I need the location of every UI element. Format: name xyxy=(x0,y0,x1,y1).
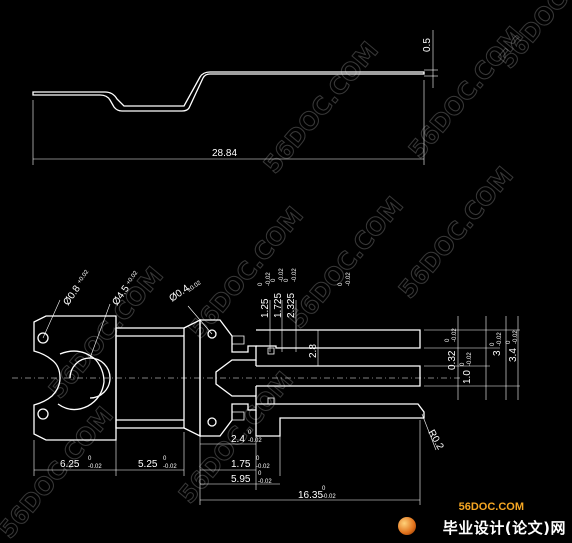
tol-zero: 0 xyxy=(338,282,344,286)
radius-label: R0.2 xyxy=(425,428,445,452)
logo-ball-icon xyxy=(398,517,416,535)
dim-1-725-label: 1.725 xyxy=(273,293,284,318)
dim-3-label: 3 xyxy=(492,350,503,356)
tol-minus: -0.02 xyxy=(88,464,102,470)
lead-notch xyxy=(267,347,275,355)
connector-tab xyxy=(232,411,245,421)
dim-5-95-label: 5.95 xyxy=(231,474,251,485)
logo-brand-text: 毕业设计(论文)网 xyxy=(442,519,566,537)
plan-view: Ø0.8 +0.02 Ø4.5 +0.02 Ø0.4 ±0.02 6.25 0 … xyxy=(12,268,520,505)
lead-top xyxy=(256,329,421,349)
tol-zero: 0 xyxy=(284,278,290,282)
hole-small-top xyxy=(37,332,49,344)
tol-minus: -0.02 xyxy=(266,272,272,286)
hole-mid-tol: ±0.02 xyxy=(187,280,203,294)
tol-minus: -0.02 xyxy=(497,332,503,346)
tol-zero: 0 xyxy=(248,430,252,436)
tol-minus: -0.02 xyxy=(346,272,352,286)
tol-zero: 0 xyxy=(271,278,277,282)
lead-bottom xyxy=(255,403,425,437)
tol-zero: 0 xyxy=(258,282,264,286)
tol-minus: -0.02 xyxy=(258,479,272,485)
dim-1-0-label: 1.0 xyxy=(462,370,473,384)
dim-overall-length-label: 28.84 xyxy=(212,148,237,159)
dim-1-75-label: 1.75 xyxy=(231,459,251,470)
leader-hole-small xyxy=(42,299,61,339)
site-logo[interactable]: 56DOC.COM 毕业设计(论文)网 xyxy=(392,501,568,541)
dim-16-35-label: 16.35 xyxy=(298,490,323,501)
lead-middle xyxy=(256,365,421,387)
body-block xyxy=(115,327,185,429)
dim-5-25-label: 5.25 xyxy=(138,459,158,470)
watermark-text: 56DOC.COM xyxy=(258,36,384,178)
leader-radius xyxy=(421,413,437,451)
side-view-profile xyxy=(32,71,425,112)
tol-minus: -0.02 xyxy=(163,464,177,470)
tol-zero: 0 xyxy=(506,340,512,344)
hole-small-label: Ø0.8 xyxy=(61,283,83,307)
tol-zero: 0 xyxy=(256,456,260,462)
tol-minus: -0.02 xyxy=(279,268,285,282)
tol-zero: 0 xyxy=(445,338,451,342)
tol-zero: 0 xyxy=(460,362,466,366)
tol-zero: 0 xyxy=(88,456,92,462)
lead-notch xyxy=(267,397,275,405)
side-view: 0.5 28.84 xyxy=(32,30,438,165)
dim-2-325-label: 2.325 xyxy=(286,293,297,318)
connector-outline xyxy=(199,319,257,437)
dim-6-25-label: 6.25 xyxy=(60,459,80,470)
leader-hole-large xyxy=(89,303,111,359)
watermark-text: 56DOC.COM xyxy=(283,191,409,333)
hole-small-tol: +0.02 xyxy=(77,269,91,285)
dim-1-25-label: 1.25 xyxy=(260,298,271,318)
tol-minus: -0.02 xyxy=(452,328,458,342)
tol-minus: -0.02 xyxy=(256,464,270,470)
hole-small-bottom xyxy=(37,408,49,420)
tol-minus: -0.02 xyxy=(248,438,262,444)
dim-2-8-label: 2.8 xyxy=(308,344,319,358)
connector-tab xyxy=(232,335,245,345)
fork-outline xyxy=(33,315,117,441)
leader-hole-mid xyxy=(187,305,213,335)
hole-mid-bottom xyxy=(207,417,217,427)
tol-minus: -0.02 xyxy=(292,268,298,282)
tol-zero: 0 xyxy=(322,486,326,492)
fork-slot xyxy=(57,350,105,411)
watermark-text: 56DOC.COM xyxy=(393,161,519,303)
dim-2-4-label: 2.4 xyxy=(231,434,245,445)
fork-cutout xyxy=(69,357,111,399)
tol-zero: 0 xyxy=(490,342,496,346)
watermark-text: 56DOC.COM xyxy=(43,261,169,403)
logo-site-text: 56DOC.COM xyxy=(458,501,524,513)
dim-0-32-label: 0.32 xyxy=(447,350,458,370)
tol-zero: 0 xyxy=(258,471,262,477)
tol-zero: 0 xyxy=(163,456,167,462)
hole-mid-top xyxy=(207,329,217,339)
tol-minus: -0.02 xyxy=(513,330,519,344)
dim-3-4-label: 3.4 xyxy=(508,348,519,362)
watermark-text: 56DOC.COM xyxy=(0,401,119,543)
tol-minus: -0.02 xyxy=(467,352,473,366)
hole-mid-label: Ø0.4 xyxy=(167,283,191,305)
dim-thickness-label: 0.5 xyxy=(422,38,433,52)
tol-minus: -0.02 xyxy=(322,494,336,500)
